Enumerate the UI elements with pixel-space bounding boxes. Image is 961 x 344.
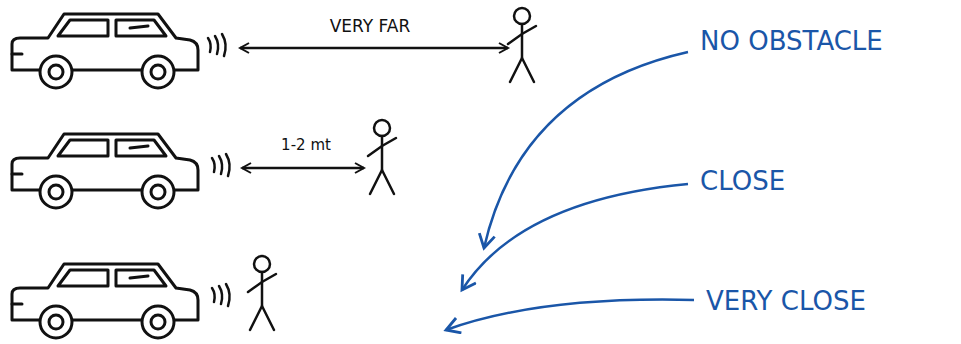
sensor-waves [212, 154, 230, 176]
pointer-arrow [484, 52, 688, 248]
distance-arrow [240, 47, 508, 50]
car [12, 264, 198, 338]
pointer-arrow [462, 184, 688, 290]
stick-figure [248, 256, 276, 330]
state-label: NO OBSTACLE [700, 26, 883, 56]
sensor-waves [212, 284, 230, 306]
sensor-waves [208, 34, 226, 56]
car [12, 134, 198, 208]
stick-figure [508, 8, 536, 82]
distance-arrow [242, 167, 364, 170]
distance-label: VERY FAR [330, 16, 411, 36]
car [12, 14, 198, 88]
pointer-arrow [446, 300, 694, 330]
state-label: VERY CLOSE [706, 286, 866, 316]
state-label: CLOSE [700, 166, 785, 196]
distance-label: 1-2 mt [281, 136, 331, 154]
stick-figure [368, 120, 396, 194]
